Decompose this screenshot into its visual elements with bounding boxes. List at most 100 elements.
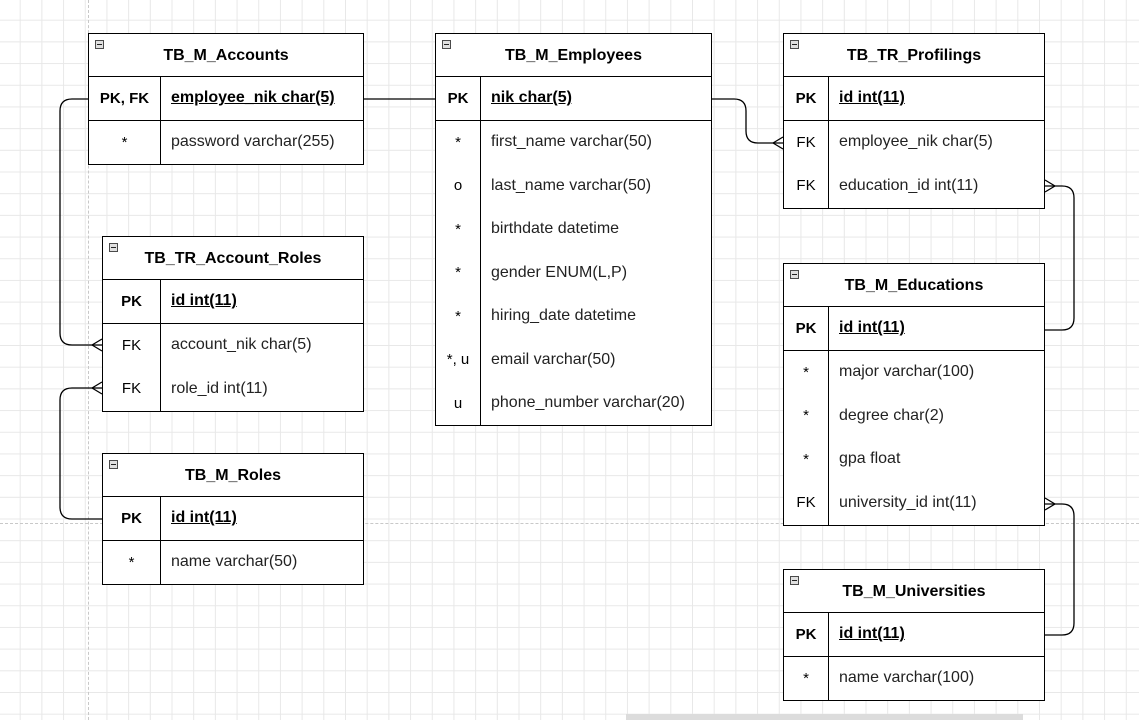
collapse-icon[interactable]: [790, 40, 799, 49]
key-marker: *: [803, 450, 809, 468]
column-divider: [160, 280, 161, 411]
field-name: phone_number varchar(20): [491, 394, 685, 412]
field-name: last_name varchar(50): [491, 176, 652, 194]
primary-key-row[interactable]: PK id int(11): [103, 497, 363, 541]
entity-title: TB_M_Accounts: [163, 47, 289, 64]
connector-universities-educations: [1045, 503, 1075, 636]
key-marker: FK: [796, 133, 816, 151]
field-name: gpa float: [839, 450, 901, 468]
column-divider: [828, 77, 829, 208]
attribute-row[interactable]: * gender ENUM(L,P): [436, 251, 711, 295]
crowfoot-role-id: [91, 381, 103, 395]
connector-roles-account-roles: [59, 387, 102, 520]
field-name: major varchar(100): [839, 363, 975, 381]
primary-key-field: nik char(5): [491, 89, 572, 107]
field-name: hiring_date datetime: [491, 307, 636, 325]
primary-key-field: id int(11): [839, 625, 905, 643]
entity-title: TB_TR_Account_Roles: [144, 250, 322, 267]
key-marker: PK: [447, 89, 469, 107]
key-marker: PK, FK: [99, 89, 150, 107]
entity-title: TB_M_Educations: [844, 277, 984, 294]
entity-header[interactable]: TB_M_Employees: [436, 34, 711, 77]
key-marker: PK: [795, 625, 817, 643]
column-divider: [828, 613, 829, 700]
attribute-row[interactable]: *degree char(2): [784, 394, 1044, 438]
attribute-row[interactable]: o last_name varchar(50): [436, 164, 711, 208]
key-marker: FK: [121, 336, 142, 354]
entity-title: TB_M_Universities: [842, 583, 986, 600]
collapse-icon[interactable]: [790, 270, 799, 279]
horizontal-scrollbar[interactable]: [626, 714, 1023, 720]
attribute-row[interactable]: *name varchar(50): [103, 541, 363, 585]
field-name: first_name varchar(50): [491, 133, 652, 151]
key-marker: PK: [795, 319, 817, 337]
entity-title: TB_M_Roles: [184, 467, 282, 484]
field-name: birthdate datetime: [491, 220, 620, 238]
field-name: education_id int(11): [839, 176, 979, 194]
crowfoot-account-nik: [91, 338, 103, 352]
crowfoot-university-id: [1044, 497, 1056, 511]
attribute-row[interactable]: FK employee_nik char(5): [784, 121, 1044, 165]
entity-header[interactable]: TB_TR_Account_Roles: [103, 237, 363, 280]
collapse-icon[interactable]: [95, 40, 104, 49]
attribute-row[interactable]: * gpa float: [784, 438, 1044, 482]
key-marker: PK: [121, 509, 142, 527]
primary-key-row[interactable]: PK id int(11): [103, 280, 363, 324]
collapse-icon[interactable]: [109, 243, 118, 252]
column-divider: [480, 77, 481, 425]
crowfoot-education-id: [1044, 179, 1056, 193]
attribute-row[interactable]: * first_name varchar(50): [436, 121, 711, 165]
key-marker: *: [455, 264, 461, 282]
field-name: employee_nik char(5): [839, 133, 993, 151]
key-marker: PK: [121, 292, 142, 310]
attribute-row[interactable]: *birthdate datetime: [436, 208, 711, 252]
attribute-row[interactable]: u phone_number varchar(20): [436, 382, 711, 426]
primary-key-row[interactable]: PK nik char(5): [436, 77, 711, 121]
attribute-row[interactable]: *major varchar(100): [784, 351, 1044, 395]
key-marker: u: [453, 394, 463, 412]
crowfoot-employee-nik: [772, 136, 784, 150]
attribute-row[interactable]: *hiring_date datetime: [436, 295, 711, 339]
entity-header[interactable]: TB_M_Educations: [784, 264, 1044, 307]
key-marker: o: [453, 177, 463, 195]
collapse-icon[interactable]: [442, 40, 451, 49]
field-name: gender ENUM(L,P): [491, 263, 628, 281]
collapse-icon[interactable]: [790, 576, 799, 585]
primary-key-row[interactable]: PK id int(11): [784, 613, 1044, 657]
entity-header[interactable]: TB_M_Universities: [784, 570, 1044, 613]
attribute-row[interactable]: *password varchar(255): [89, 121, 363, 165]
column-divider: [160, 497, 161, 584]
column-divider: [160, 77, 161, 164]
entity-header[interactable]: TB_M_Roles: [103, 454, 363, 497]
field-name: password varchar(255): [171, 133, 335, 151]
entity-header[interactable]: TB_TR_Profilings: [784, 34, 1044, 77]
key-marker: *: [455, 133, 461, 151]
entity-header[interactable]: TB_M_Accounts: [89, 34, 363, 77]
key-marker: *: [803, 407, 809, 425]
key-marker: FK: [121, 380, 142, 398]
primary-key-field: id int(11): [171, 292, 237, 310]
entity-title: TB_M_Employees: [505, 47, 642, 64]
key-marker: *: [128, 553, 135, 571]
primary-key-field: id int(11): [171, 509, 237, 527]
collapse-icon[interactable]: [109, 460, 118, 469]
attribute-row[interactable]: *name varchar(100): [784, 657, 1044, 701]
vertical-guide-line: [88, 0, 89, 720]
connector-accounts-account-roles: [59, 98, 102, 346]
